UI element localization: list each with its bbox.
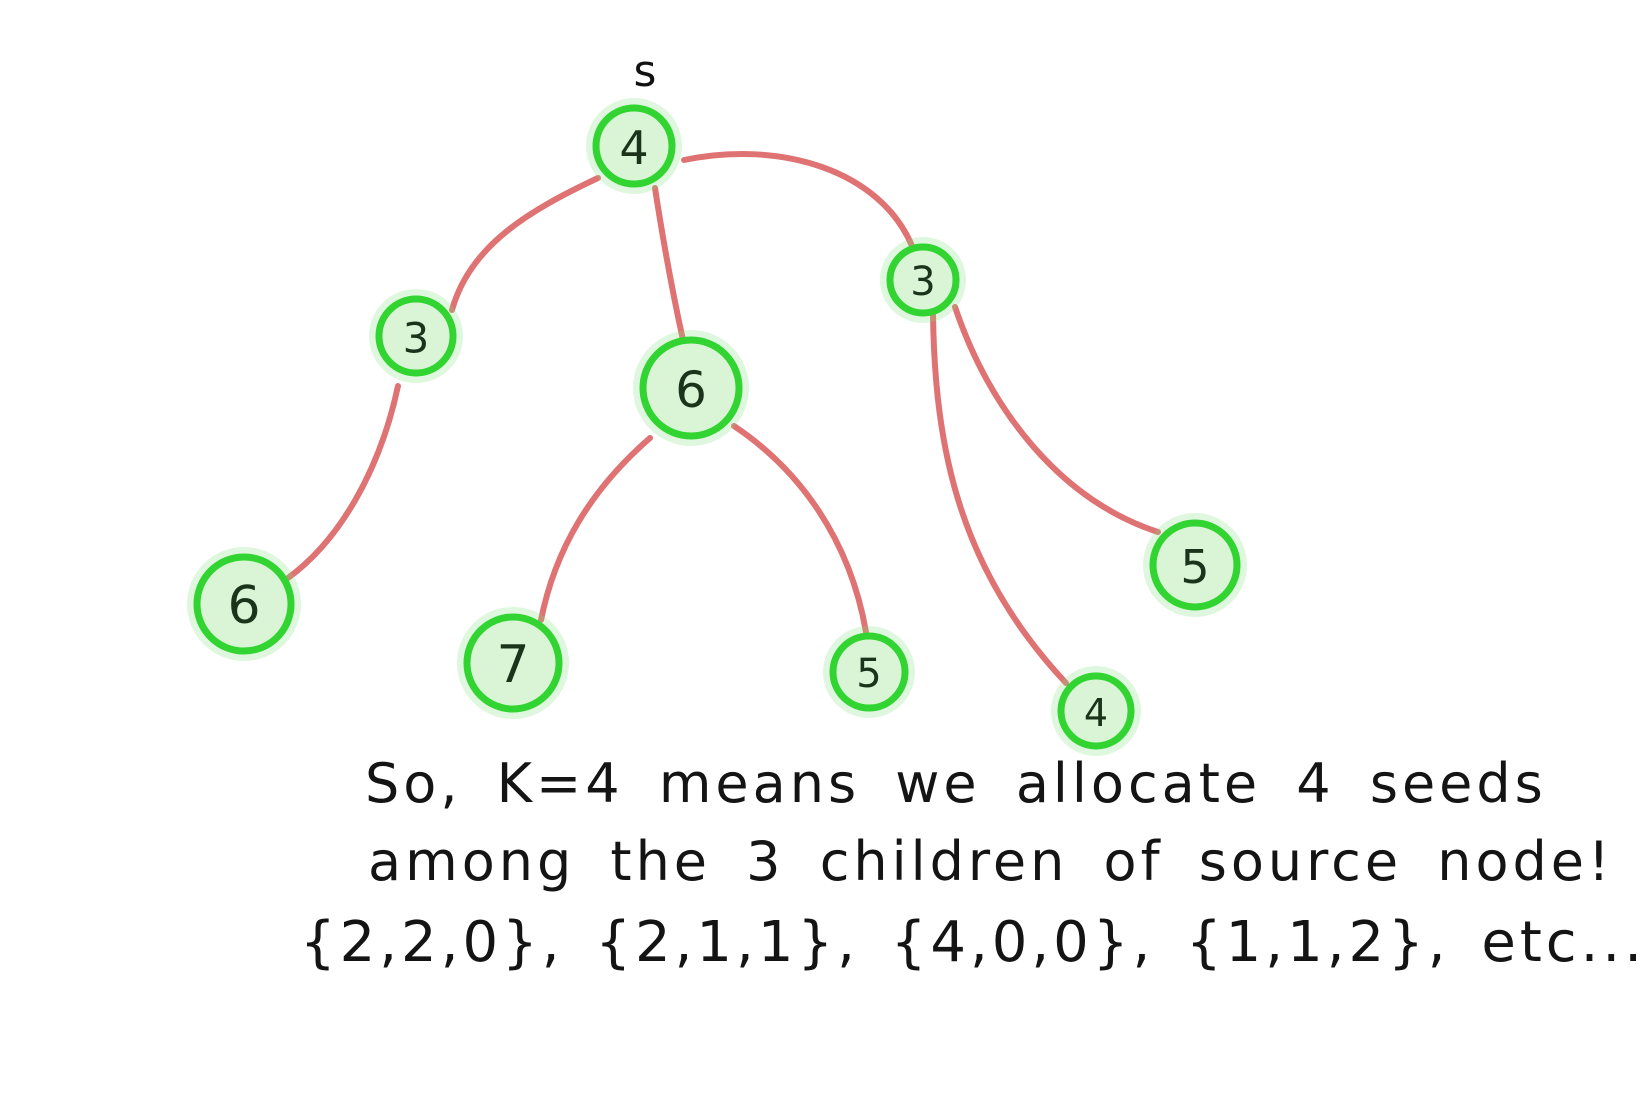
node-right-child-a: 4 [1051,666,1141,756]
edge-middle-to-middle-child-a [538,435,653,623]
node-circle [639,336,743,440]
node-value: 3 [910,259,935,305]
node-circle [375,295,457,377]
node-right: 3 [880,237,966,323]
node-circle [193,553,295,655]
edge-right-to-right-child-a [930,312,1069,686]
edge-root-to-middle [652,185,686,343]
node-middle-child-b: 5 [823,626,915,718]
node-circle [829,632,909,712]
node-circle [1149,519,1241,611]
node-value: 7 [496,635,529,695]
note-line-2: among the 3 children of source node! [368,830,1614,893]
edge-right-to-right-child-b [952,304,1161,535]
node-value: 5 [856,651,881,697]
node-middle-child-a: 7 [457,607,569,719]
node-right-child-b: 5 [1143,513,1247,617]
node-circle [592,104,676,188]
node-left-child: 6 [187,547,301,661]
node-value: 4 [619,121,648,175]
node-value: 3 [403,314,430,363]
node-circle [1057,672,1135,750]
node-root: 4 [586,98,682,194]
edge-middle-to-middle-child-b [731,423,869,635]
node-circle [463,613,563,713]
node-circle [886,243,960,317]
edge-root-to-left [449,175,601,313]
tree-diagram: s 4 3 6 3 6 7 5 4 5 [187,46,1247,756]
node-left: 3 [369,289,463,383]
node-value: 5 [1180,540,1209,594]
node-middle: 6 [633,330,749,446]
note-line-1: So, K=4 means we allocate 4 seeds [365,752,1547,815]
source-label: s [634,46,657,97]
note-line-3: {2,2,0}, {2,1,1}, {4,0,0}, {1,1,2}, etc.… [300,910,1646,975]
edge-left-to-left-child [285,383,401,581]
node-value: 6 [675,361,707,419]
node-value: 4 [1084,691,1108,735]
edge-root-to-right [681,151,915,249]
nodes-layer: 4 3 6 3 6 7 5 4 5 [187,98,1247,756]
edges-layer [285,151,1161,686]
node-value: 6 [227,576,260,636]
